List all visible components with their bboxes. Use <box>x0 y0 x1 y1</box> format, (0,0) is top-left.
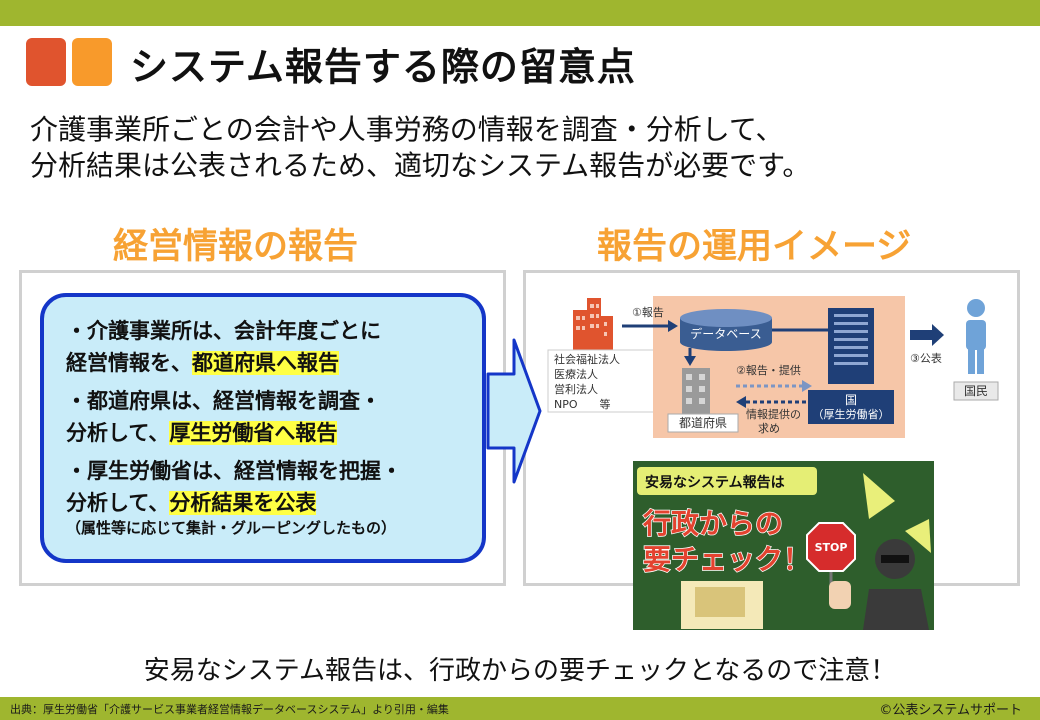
step2-label: ②報告・提供 <box>736 363 801 377</box>
corp-label-3: 営利法人 <box>554 382 598 396</box>
corp-label-2: 医療法人 <box>554 367 598 381</box>
illus-big-1: 行政からの <box>642 507 783 540</box>
nation-sub-label: （厚生労働省） <box>813 407 890 421</box>
bottom-bar: 出典：厚生労働省「介護サービス事業者経営情報データベースシステム」より引用・編集… <box>0 697 1040 720</box>
database-icon <box>680 309 772 351</box>
nation-building-icon <box>828 308 874 384</box>
prefecture-building-icon <box>682 368 710 418</box>
stop-label: STOP <box>815 541 848 554</box>
person-icon <box>966 299 986 374</box>
highlight-1: 都道府県へ報告 <box>192 351 339 375</box>
page-title: システム報告する際の留意点 <box>130 45 636 89</box>
intro-line-2: 分析結果は公表されるため、適切なシステム報告が必要です。 <box>30 149 811 182</box>
illus-big-2: 要チェック！ <box>643 543 811 576</box>
corp-label-4: NPO 等 <box>554 397 611 411</box>
highlight-3: 分析結果を公表 <box>169 491 317 515</box>
point-1: ・介護事業所は、会計年度ごとに 経営情報を、都道府県へ報告 <box>66 319 381 375</box>
illus-caption: 安易なシステム報告は <box>645 474 785 491</box>
warning-illustration: 安易なシステム報告は 行政からの 要チェック！ STOP <box>633 461 934 630</box>
left-heading: 経営情報の報告 <box>113 227 359 267</box>
point-2: ・都道府県は、経営情報を調査・ 分析して、厚生労働省へ報告 <box>66 389 381 445</box>
step3-label: ③公表 <box>910 351 942 365</box>
warning-illustration-art: 安易なシステム報告は 行政からの 要チェック！ STOP <box>633 461 934 630</box>
copyright: ©公表システムサポート <box>879 703 1022 718</box>
report-points-card: ・介護事業所は、会計年度ごとに 経営情報を、都道府県へ報告 ・都道府県は、経営情… <box>40 293 486 563</box>
people-label: 国民 <box>964 384 988 398</box>
source-citation: 出典：厚生労働省「介護サービス事業者経営情報データベースシステム」より引用・編集 <box>10 702 449 716</box>
database-label: データベース <box>690 326 761 341</box>
corp-label-1: 社会福祉法人 <box>554 352 620 366</box>
officer-icon <box>829 539 929 630</box>
nation-label: 国 <box>845 393 857 407</box>
intro-line-1: 介護事業所ごとの会計や人事労務の情報を調査・分析して、 <box>30 113 784 146</box>
right-arrow-icon <box>486 338 542 484</box>
footer-warning: 安易なシステム報告は、行政からの要チェックとなるので注意！ <box>143 656 897 686</box>
highlight-2: 厚生労働省へ報告 <box>169 421 338 445</box>
title-marker-dark <box>26 38 66 86</box>
right-heading: 報告の運用イメージ <box>597 227 912 267</box>
request-label-2: 求め <box>758 422 780 435</box>
top-accent-bar <box>0 0 1040 26</box>
point-3: ・厚生労働省は、経営情報を把握・ 分析して、分析結果を公表 <box>66 459 402 515</box>
intro-text: 介護事業所ごとの会計や人事労務の情報を調査・分析して、 分析結果は公表されるため… <box>30 112 1020 184</box>
operation-diagram: 社会福祉法人 医療法人 営利法人 NPO 等 ①報告 データベース 都道府県 ②… <box>547 296 999 438</box>
prefecture-label: 都道府県 <box>679 415 727 430</box>
request-label-1: 情報提供の <box>746 407 801 421</box>
corporation-building-icon <box>573 298 613 350</box>
title-marker-light <box>72 38 112 86</box>
laptop-icon <box>695 587 745 617</box>
step1-label: ①報告 <box>632 306 664 319</box>
grouping-note: （属性等に応じて集計・グルーピングしたもの） <box>66 519 397 537</box>
